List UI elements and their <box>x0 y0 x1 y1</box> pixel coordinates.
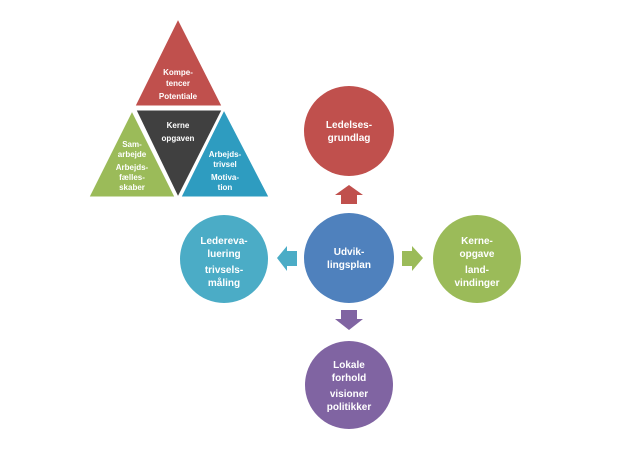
pyramid-top-line: Kompe- <box>163 68 193 77</box>
node-bottom-line: politikker <box>327 402 372 413</box>
pyramid-left-line: Sam- <box>122 140 142 149</box>
node-lokale-forhold <box>305 341 393 429</box>
pyramid-right-line: Arbejds- <box>209 150 242 159</box>
node-right-line: vindinger <box>454 278 499 289</box>
node-center-label: Udvik- lingsplan <box>327 247 371 271</box>
pyramid-left-line: fælles- <box>119 173 145 182</box>
node-right-line: opgave <box>459 249 494 260</box>
node-center-line: lingsplan <box>327 260 371 271</box>
pyramid: Kompe- tencer Potentiale Kerne opgaven S… <box>88 17 270 199</box>
node-left-line: Ledereva- <box>200 236 247 247</box>
node-bottom-label: Lokale forhold visioner politikker <box>327 360 372 413</box>
pyramid-right-label: Arbejds- trivsel Motiva- tion <box>209 150 242 192</box>
pyramid-center-line: opgaven <box>162 134 195 143</box>
pyramid-top-label: Kompe- tencer Potentiale <box>159 68 198 101</box>
pyramid-right-line: Motiva- <box>211 173 239 182</box>
pyramid-left-label: Sam- arbejde Arbejds- fælles- skaber <box>116 140 149 192</box>
node-kerneopgave <box>433 215 521 303</box>
cycle-diagram: Ledelses- grundlag Udvik- lingsplan Lede… <box>180 86 521 429</box>
pyramid-left-line: skaber <box>119 183 145 192</box>
node-center-line: Udvik- <box>334 247 365 258</box>
arrow-down-icon <box>335 310 363 330</box>
pyramid-center-label: Kerne opgaven <box>162 121 195 143</box>
node-top-line: grundlag <box>328 133 371 144</box>
pyramid-left-line: arbejde <box>118 150 147 159</box>
pyramid-right-triangle <box>180 108 270 198</box>
node-left-line: måling <box>208 277 240 289</box>
pyramid-top-line: Potentiale <box>159 92 198 101</box>
arrow-up-icon <box>335 185 363 204</box>
node-right-line: land- <box>465 265 489 276</box>
pyramid-left-line: Arbejds- <box>116 163 149 172</box>
pyramid-top-line: tencer <box>166 79 190 88</box>
node-ledereevaluering <box>180 215 268 303</box>
node-top-line: Ledelses- <box>326 120 372 131</box>
node-left-line: luering <box>207 249 240 260</box>
node-bottom-line: Lokale <box>333 360 365 371</box>
node-ledelsesgrundlag <box>304 86 394 176</box>
pyramid-right-line: tion <box>218 183 233 192</box>
node-left-label: Ledereva- luering trivsels- måling <box>200 236 247 289</box>
node-bottom-line: visioner <box>330 389 368 400</box>
node-top-label: Ledelses- grundlag <box>326 120 372 144</box>
pyramid-right-line: trivsel <box>213 160 237 169</box>
node-right-line: Kerne- <box>461 236 493 247</box>
pyramid-center-line: Kerne <box>167 121 190 130</box>
node-udviklingsplan <box>304 213 394 303</box>
node-left-line: trivsels- <box>205 265 243 276</box>
pyramid-top-triangle <box>134 17 223 107</box>
pyramid-left-triangle <box>88 109 176 198</box>
arrow-right-icon <box>402 246 423 271</box>
pyramid-center-triangle <box>135 109 223 199</box>
node-right-label: Kerne- opgave land- vindinger <box>454 236 499 289</box>
arrow-left-icon <box>277 246 297 271</box>
node-bottom-line: forhold <box>332 373 366 384</box>
